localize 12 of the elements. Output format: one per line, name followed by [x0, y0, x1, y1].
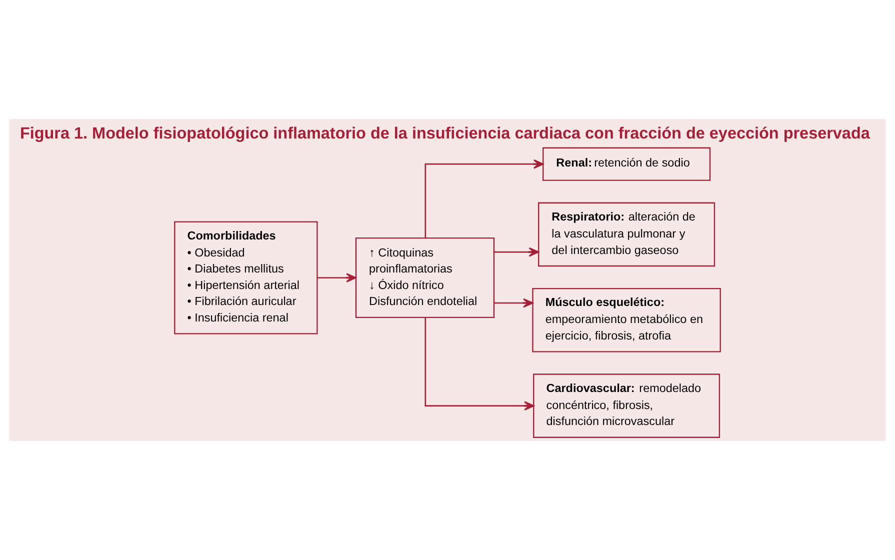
arrow — [317, 273, 356, 282]
arrow — [494, 298, 534, 308]
node-box: Cardiovascular: remodelado concéntrico, fibrosis, disfunción microvascular — [533, 374, 720, 438]
node-box: Respiratorio: alteración de la vasculatura pulmonar y del intercambio gaseoso — [538, 202, 716, 267]
diagram-title: Figura 1. Modelo fisiopatológico inflamatorio de la insuficiencia cardiaca con fracción de eyección preservada — [20, 124, 870, 142]
arrow — [424, 159, 544, 238]
arrow — [424, 318, 534, 411]
node-box: ↑ Citoquinas proinflamatorias ↓ Óxido nítrico Disfunción endotelial — [355, 237, 495, 318]
arrow — [494, 247, 539, 257]
node-box: Comorbilidades • Obesidad • Diabetes mellitus • Hipertensión arterial • Fibrilación auricular • Insuficiencia renal — [174, 221, 318, 334]
node-box: Renal: retención de sodio — [542, 147, 711, 181]
node-box: Músculo esquelético: empeoramiento metabólico en ejercicio, fibrosis, atrofia — [532, 288, 721, 352]
